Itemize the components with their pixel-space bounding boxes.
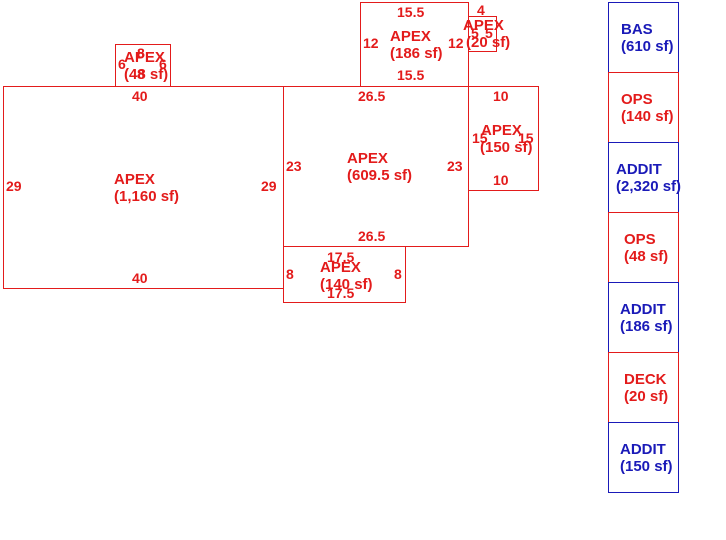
area-main-label: APEX bbox=[114, 171, 155, 188]
area-top-dim-top: 15.5 bbox=[397, 4, 425, 20]
area-small-label: APEX bbox=[124, 49, 165, 66]
area-mid-size: (609.5 sf) bbox=[347, 167, 413, 184]
area-main-dim-bottom: 40 bbox=[132, 270, 148, 286]
area-mid-dim-bottom: 26.5 bbox=[358, 228, 386, 244]
area-tiny-dim-inner: 5 bbox=[471, 25, 479, 41]
legend-item-addit-150: ADDIT (150 sf) bbox=[608, 422, 679, 493]
area-bottom-label: APEX bbox=[320, 259, 361, 276]
area-top-size: (186 sf) bbox=[390, 45, 443, 62]
legend-item-name: DECK bbox=[624, 371, 667, 388]
legend-item-name: OPS bbox=[621, 91, 653, 108]
legend-item-name: ADDIT bbox=[620, 301, 666, 318]
legend-item-area: (610 sf) bbox=[621, 38, 674, 55]
legend-item-area: (140 sf) bbox=[621, 108, 674, 125]
area-main-dim-left: 29 bbox=[6, 178, 22, 194]
legend-item-area: (20 sf) bbox=[624, 388, 669, 405]
area-small-dim-left: 6 bbox=[118, 56, 126, 72]
legend-item-name: ADDIT bbox=[616, 161, 662, 178]
legend-item-addit-186: ADDIT (186 sf) bbox=[608, 282, 679, 353]
legend-item-ops-48: OPS (48 sf) bbox=[608, 212, 679, 283]
area-small-dim-right: 6 bbox=[159, 56, 167, 72]
area-bottom-size: (140 sf) bbox=[320, 276, 373, 293]
area-bottom-dim-bottom: 17.5 bbox=[327, 285, 355, 301]
legend-item-addit-2320: ADDIT (2,320 sf) bbox=[608, 142, 682, 213]
area-right-dim-top: 10 bbox=[493, 88, 509, 104]
area-bottom-dim-left: 8 bbox=[286, 266, 294, 282]
area-top-label: APEX bbox=[390, 28, 431, 45]
legend-item-name: OPS bbox=[624, 231, 656, 248]
legend-item-name: BAS bbox=[621, 21, 653, 38]
area-main-size: (1,160 sf) bbox=[114, 188, 180, 205]
legend-item-name: ADDIT bbox=[620, 441, 666, 458]
area-bottom bbox=[283, 246, 406, 303]
area-top-dim-bottom: 15.5 bbox=[397, 67, 425, 83]
area-tiny-label: APEX bbox=[463, 17, 504, 34]
area-right-size: (150 sf) bbox=[480, 139, 533, 156]
legend-item-area: (186 sf) bbox=[620, 318, 673, 335]
legend-item-ops-140: OPS (140 sf) bbox=[608, 72, 679, 143]
area-tiny bbox=[468, 16, 497, 52]
area-tiny-dim-top: 4 bbox=[477, 2, 485, 18]
area-mid-dim-right: 23 bbox=[447, 158, 463, 174]
area-main-dim-top: 40 bbox=[132, 88, 148, 104]
legend-item-area: (48 sf) bbox=[624, 248, 669, 265]
area-right-label: APEX bbox=[481, 122, 522, 139]
area-mid-label: APEX bbox=[347, 150, 388, 167]
legend-item-area: (2,320 sf) bbox=[616, 178, 682, 195]
area-top-dim-right: 12 bbox=[448, 35, 464, 51]
area-mid-dim-left: 23 bbox=[286, 158, 302, 174]
area-bottom-dim-right: 8 bbox=[394, 266, 402, 282]
area-small bbox=[115, 44, 171, 87]
area-right bbox=[468, 86, 539, 191]
area-bottom-dim-top: 17.5 bbox=[327, 249, 355, 265]
area-top-dim-left: 12 bbox=[363, 35, 379, 51]
area-right-dim-right: 15 bbox=[518, 130, 534, 146]
legend-item-deck: DECK (20 sf) bbox=[608, 352, 679, 423]
area-small-size: (48 sf) bbox=[124, 66, 169, 83]
legend-item-bas: BAS (610 sf) bbox=[608, 2, 679, 73]
area-right-dim-left: 15 bbox=[472, 130, 488, 146]
area-small-dim-bottom: 8 bbox=[137, 66, 145, 82]
area-small-dim-top: 8 bbox=[137, 45, 145, 61]
legend-item-area: (150 sf) bbox=[620, 458, 673, 475]
area-tiny-size: (20 sf) bbox=[466, 34, 511, 51]
area-right-dim-bottom: 10 bbox=[493, 172, 509, 188]
area-mid-dim-top: 26.5 bbox=[358, 88, 386, 104]
area-main-dim-right: 29 bbox=[261, 178, 277, 194]
area-tiny-dim-right: 5 bbox=[485, 25, 493, 41]
